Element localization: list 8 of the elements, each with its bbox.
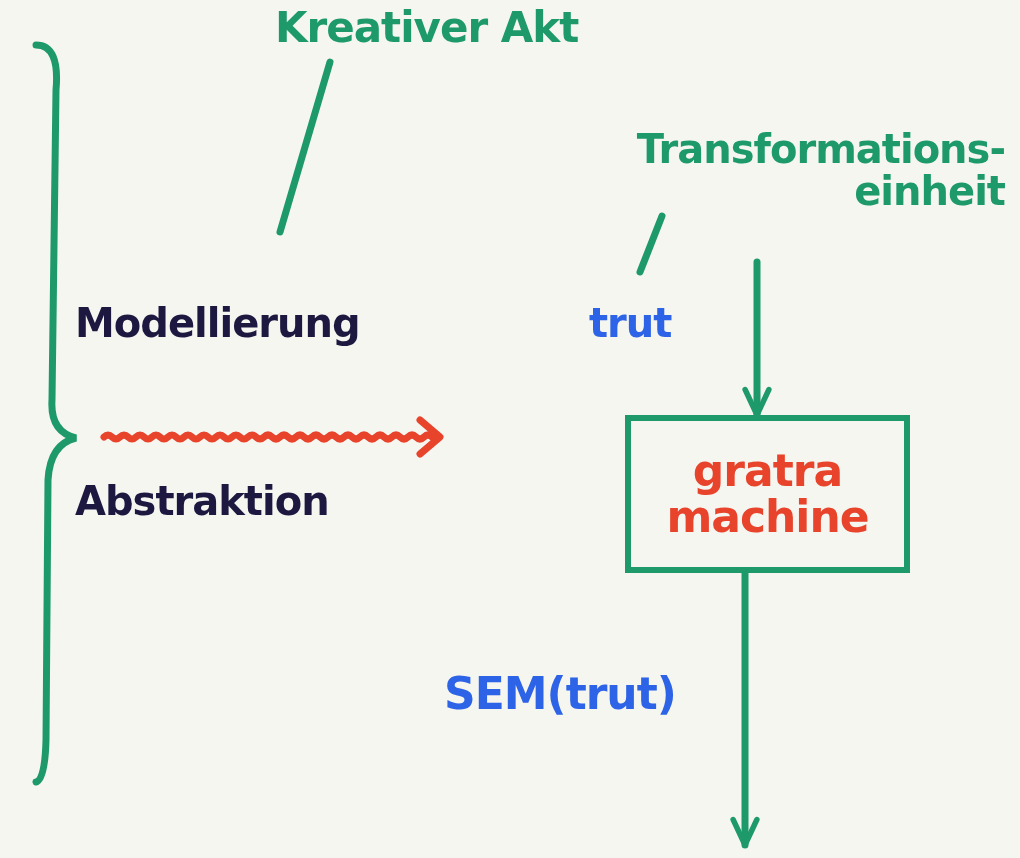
text-label: Modellierung [75, 300, 360, 346]
leader-line [636, 212, 666, 276]
process-box [625, 415, 910, 573]
box-label: gratra machine [665, 447, 870, 541]
annotation-text: Transformations- einheit [635, 128, 1005, 212]
text-label: Abstraktion [75, 478, 329, 524]
annotation-text: Kreativer Akt [275, 6, 579, 51]
leader-line [276, 58, 334, 236]
